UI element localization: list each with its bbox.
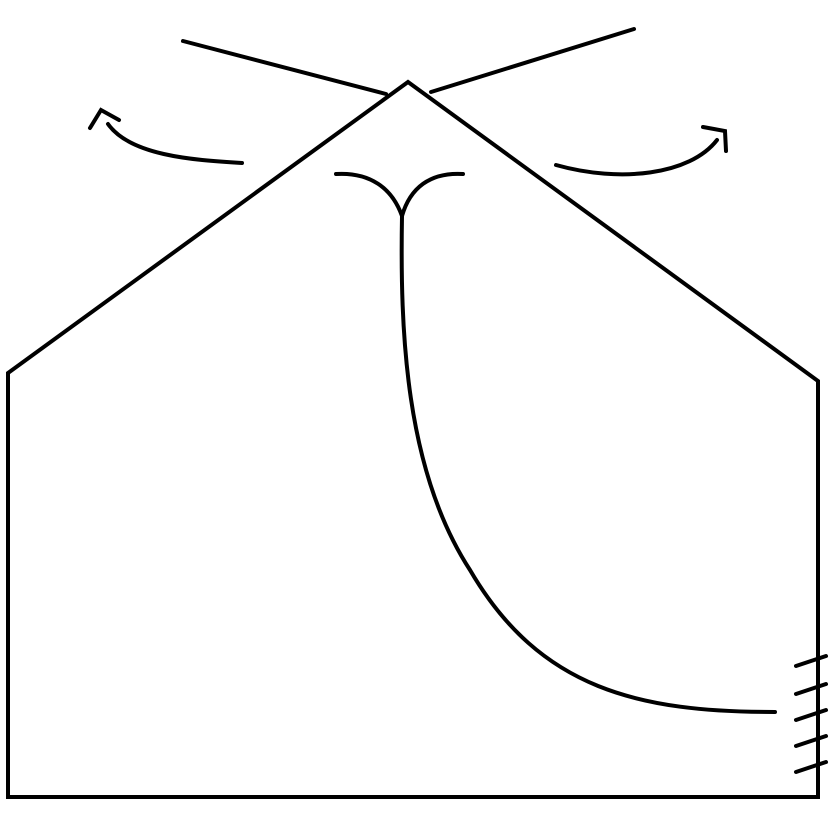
hatch-mark-5: [794, 760, 828, 774]
hatch-mark-3: [794, 708, 828, 722]
left-curved-arrow: [88, 107, 244, 165]
hatch-marks: [794, 654, 828, 774]
house-outline: [6, 79, 820, 799]
v-fold-left-arc: [334, 171, 404, 218]
curved-fold-line: [399, 214, 777, 714]
hatch-mark-4: [794, 734, 828, 748]
right-arrow-shaft: [554, 138, 719, 177]
right-curved-arrow: [554, 125, 728, 177]
crossing-line-right: [429, 27, 636, 94]
right-arrowhead-icon: [701, 125, 728, 153]
hatch-mark-1: [794, 654, 828, 668]
left-arrowhead-icon: [88, 107, 121, 130]
v-fold-mark: [334, 171, 465, 218]
hatch-mark-2: [794, 682, 828, 696]
left-arrow-shaft: [106, 122, 244, 165]
v-fold-right-arc: [400, 171, 465, 218]
crossing-line-left: [181, 39, 388, 96]
